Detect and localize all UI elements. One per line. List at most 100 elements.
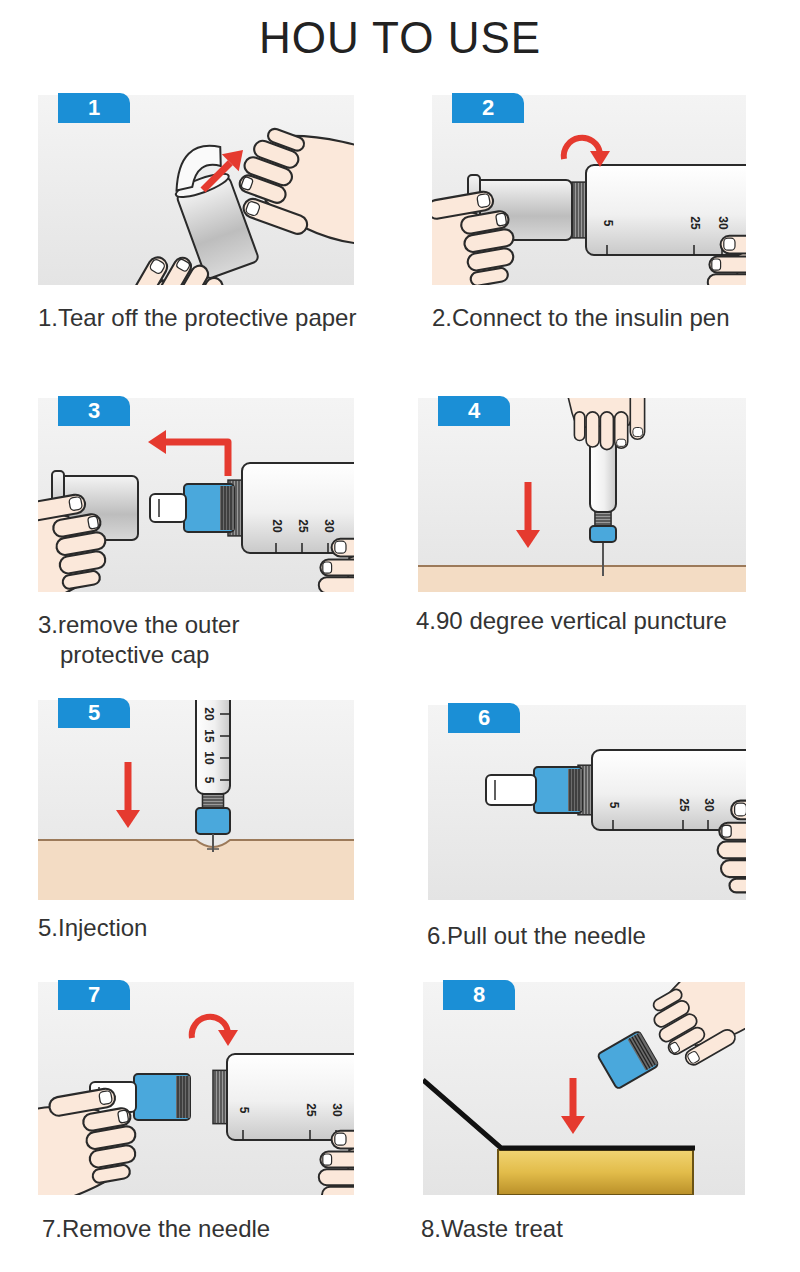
red-arrow-head <box>116 810 140 828</box>
nail <box>245 201 261 217</box>
finger <box>62 570 101 590</box>
scale-tick <box>693 245 695 255</box>
step-number-badge: 2 <box>452 93 524 123</box>
step-panel: 7.Remove the needle7 <box>38 982 354 1195</box>
thread-line <box>214 1070 215 1123</box>
thumb <box>48 1087 117 1117</box>
insulin-pen <box>213 1054 354 1140</box>
thread-line <box>582 182 583 238</box>
hub-thread <box>220 486 234 530</box>
used-needle <box>597 1031 659 1090</box>
skin-surface <box>38 840 354 847</box>
finger <box>320 560 354 576</box>
scale-tick <box>220 779 230 781</box>
thread-line <box>235 480 236 536</box>
finger <box>58 550 106 575</box>
nail <box>724 238 735 250</box>
step-caption: 8.Waste treat <box>421 1214 781 1244</box>
step-number-badge: 6 <box>448 703 520 733</box>
scale-number: 5 <box>601 220 614 227</box>
nail <box>477 193 491 208</box>
needle-hub <box>534 767 582 813</box>
thumb <box>332 539 354 557</box>
scale-tick <box>220 735 230 737</box>
nail <box>496 213 507 226</box>
nail <box>323 562 332 573</box>
step-number-badge: 3 <box>58 396 130 426</box>
thread-line <box>221 486 222 530</box>
step-caption: 4.90 degree vertical puncture <box>416 606 786 636</box>
red-arrow-shaft <box>525 482 532 530</box>
scale-number: 30 <box>322 519 335 532</box>
nail <box>687 1050 701 1064</box>
pen-thread <box>213 1070 227 1123</box>
hub-thread <box>628 1032 658 1070</box>
needle-hub <box>590 526 616 542</box>
red-arrow-head <box>148 430 166 454</box>
thumb <box>241 196 310 236</box>
scale-tick <box>707 820 709 830</box>
hand <box>91 242 251 285</box>
pen-body <box>592 750 746 830</box>
illustration <box>428 705 746 900</box>
needle-hub <box>597 1031 659 1090</box>
step-number: 1 <box>88 95 100 120</box>
thread-line <box>238 480 239 536</box>
nail <box>335 1133 346 1145</box>
scale-number: 5 <box>237 1107 250 1114</box>
scale-number: 25 <box>677 798 690 811</box>
hand <box>38 1085 145 1195</box>
thread-line <box>202 802 223 803</box>
thread-line <box>223 1070 224 1123</box>
step-caption: 2.Connect to the insulin pen <box>432 303 792 333</box>
insulin-pen <box>572 165 746 255</box>
illustration <box>38 700 354 900</box>
scale-tick <box>301 543 303 553</box>
thread-line <box>177 1076 178 1118</box>
hand <box>708 236 746 285</box>
finger <box>266 127 306 153</box>
scale-number: 30 <box>702 798 715 811</box>
thread-line <box>202 799 223 800</box>
finger <box>88 1144 136 1169</box>
step-panel: 6.Pull out the needle6 <box>428 705 746 900</box>
nail <box>669 1042 681 1054</box>
finger <box>319 1169 354 1185</box>
hand <box>565 398 645 450</box>
pen-thread <box>595 512 611 526</box>
inner-cap <box>150 494 186 522</box>
thread-line <box>576 182 577 238</box>
nail <box>149 258 166 275</box>
illustration <box>423 982 745 1195</box>
thread-line <box>202 805 223 806</box>
scale-tick <box>612 820 614 830</box>
finger <box>319 577 354 592</box>
step-number-badge: 7 <box>58 980 130 1010</box>
thread-line <box>202 796 223 797</box>
pen-thread <box>572 182 586 238</box>
thumb <box>332 1131 354 1149</box>
pen-thread <box>202 794 223 808</box>
thread-line <box>224 486 225 530</box>
scale-number: 5 <box>607 802 620 809</box>
finger <box>320 1152 354 1168</box>
skin <box>418 566 746 592</box>
nail <box>712 259 721 270</box>
thumb <box>121 254 170 285</box>
thumb <box>683 1027 738 1068</box>
step-panel: 1.Tear off the protective paper1 <box>38 95 354 285</box>
scale-number: 25 <box>296 519 309 532</box>
thread-line <box>230 486 231 530</box>
finger <box>188 275 226 285</box>
step-panel: 4.90 degree vertical puncture4 <box>418 398 746 592</box>
step-caption: 7.Remove the needle <box>42 1214 402 1244</box>
step-number: 5 <box>88 700 100 725</box>
illustration <box>38 398 354 592</box>
thumb <box>721 236 746 254</box>
thumb <box>731 801 746 820</box>
scale-number: 30 <box>716 216 729 229</box>
thread-line <box>217 1070 218 1123</box>
thread-line <box>637 1034 655 1065</box>
step-number: 7 <box>88 982 100 1007</box>
scale-tick <box>275 543 277 553</box>
